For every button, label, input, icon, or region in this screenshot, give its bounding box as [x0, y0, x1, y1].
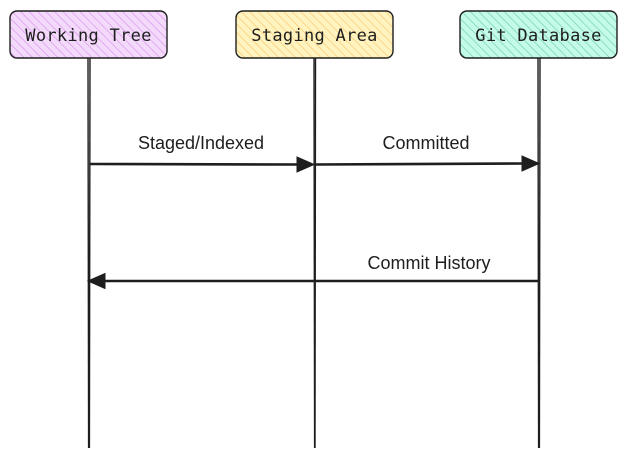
actor-git-database: Git Database	[459, 10, 618, 59]
message-staged-indexed: Staged/Indexed	[89, 133, 316, 173]
actor-label: Git Database	[475, 26, 601, 46]
arrowhead-left-icon	[86, 272, 106, 290]
message-committed: Committed	[315, 133, 541, 172]
arrowhead-right-icon	[521, 155, 541, 172]
message-label: Commit History	[367, 253, 490, 273]
message-label: Staged/Indexed	[138, 133, 264, 153]
lifeline-staging-area	[313, 57, 317, 449]
lifeline-git-database	[537, 57, 541, 449]
actor-staging-area: Staging Area	[235, 10, 394, 59]
message-label: Committed	[382, 133, 469, 153]
actor-label: Working Tree	[25, 26, 151, 46]
message-commit-history: Commit History	[86, 253, 538, 290]
message-arrow	[89, 162, 301, 166]
message-arrow	[315, 162, 526, 166]
actor-working-tree: Working Tree	[9, 10, 168, 59]
actor-label: Staging Area	[251, 26, 377, 46]
lifeline-working-tree	[87, 57, 91, 449]
arrowhead-right-icon	[296, 156, 316, 173]
